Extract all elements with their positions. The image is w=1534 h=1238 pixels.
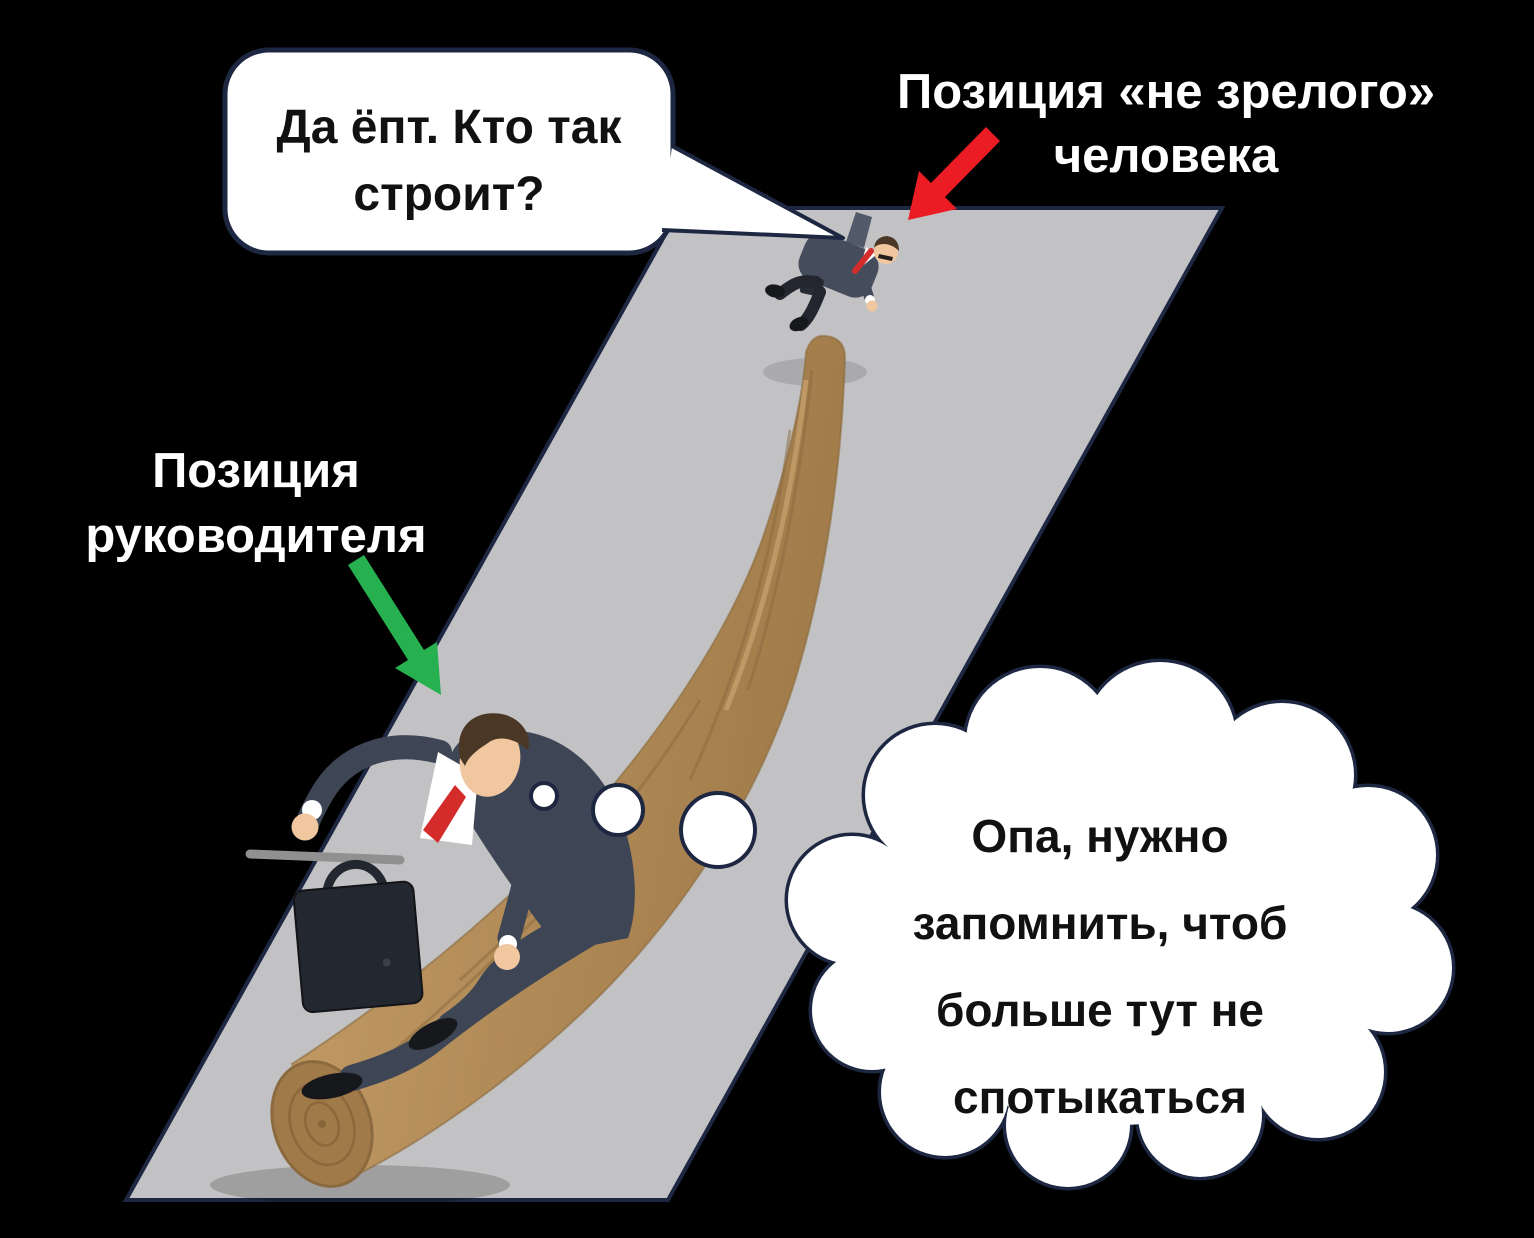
hair — [874, 236, 899, 251]
thought-dot-small — [529, 781, 559, 811]
label-manager-line-1: Позиция — [152, 444, 360, 498]
hair — [458, 713, 530, 766]
thought-line-3: больше тут не — [936, 984, 1264, 1036]
thought-cloud: Опа, нужно запомнить, чтоб больше тут не… — [784, 658, 1456, 1191]
hand — [866, 300, 878, 312]
right-hand — [494, 944, 520, 970]
shoe — [789, 316, 809, 332]
thought-line-4: спотыкаться — [953, 1071, 1247, 1123]
cloud-fill — [788, 662, 1452, 1187]
tie — [852, 248, 874, 274]
right-arm — [497, 786, 557, 950]
sunglasses — [878, 254, 893, 261]
label-manager: Позиция руководителя — [85, 444, 441, 695]
green-arrow — [348, 555, 441, 695]
speech-text: Да ёпт. Кто так строит? — [277, 101, 623, 221]
speech-bubble-tail-outline — [661, 144, 845, 240]
thought-trail — [529, 781, 757, 869]
red-arrow — [908, 127, 1000, 220]
thought-dot-medium — [591, 783, 645, 837]
label-immature: Позиция «не зрелого» человека — [897, 65, 1435, 220]
shoe — [765, 284, 785, 298]
speech-line-1: Да ёпт. Кто так — [277, 101, 623, 154]
log-shadow — [210, 1165, 510, 1205]
umbrella-stick — [245, 849, 405, 865]
label-manager-line-2: руководителя — [85, 509, 426, 563]
briefcase — [292, 859, 424, 1014]
businessman-tripping — [765, 212, 899, 332]
speech-bubble: Да ёпт. Кто так строит? — [222, 47, 845, 256]
coat-flap — [846, 212, 872, 248]
tie — [423, 785, 466, 843]
right-shoe — [408, 1018, 458, 1050]
speech-line-2: строит? — [353, 168, 544, 221]
briefcase-latch — [382, 958, 391, 967]
arm — [855, 263, 874, 302]
label-immature-line-2: человека — [1054, 129, 1279, 183]
wood-highlight — [723, 379, 809, 711]
thought-line-1: Опа, нужно — [971, 810, 1228, 862]
label-immature-line-1: Позиция «не зрелого» — [897, 65, 1435, 119]
thought-line-2: запомнить, чтоб — [913, 897, 1288, 949]
businessman-stepping — [245, 713, 635, 1100]
left-fist — [291, 813, 319, 841]
thought-dot-large — [679, 791, 757, 869]
left-shoe — [301, 1072, 363, 1100]
briefcase-handle — [322, 859, 387, 892]
thought-text: Опа, нужно запомнить, чтоб больше тут не… — [913, 810, 1288, 1123]
